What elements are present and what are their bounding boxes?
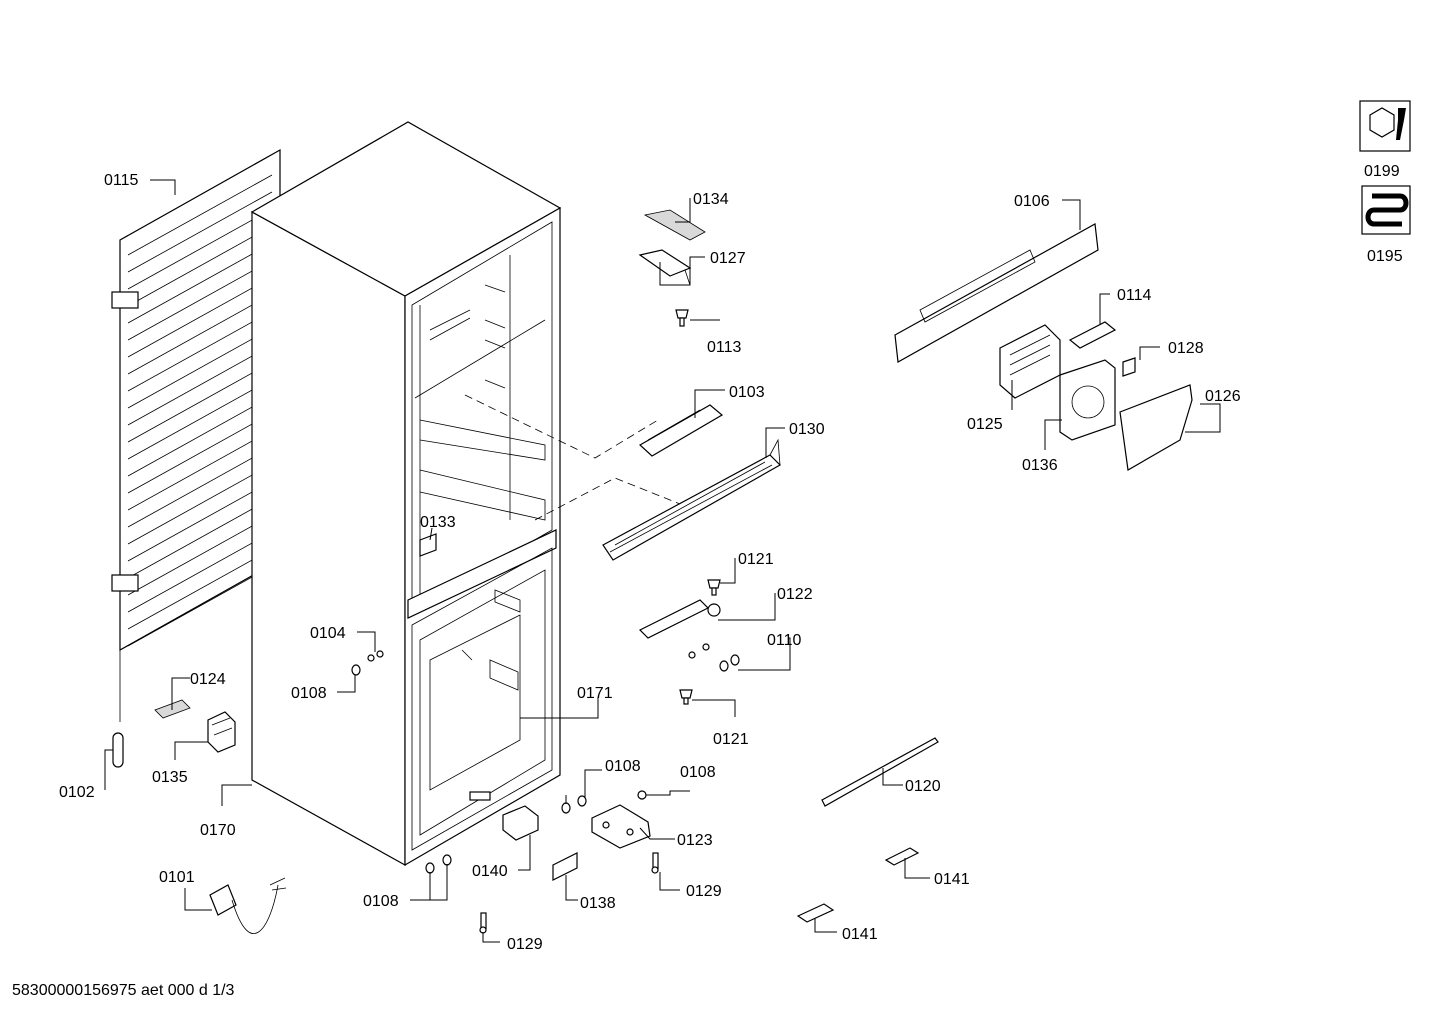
label-0121-b: 0121 xyxy=(713,731,749,748)
label-0106: 0106 xyxy=(1014,193,1050,210)
part-0136-fan xyxy=(1059,359,1116,441)
refrigerant-coil-icon xyxy=(1361,185,1411,235)
part-0113-screw xyxy=(675,309,689,327)
screw-0108-d xyxy=(637,790,647,800)
coil-tube xyxy=(127,327,273,409)
part-0138-cover xyxy=(552,852,578,881)
coil-tube xyxy=(127,225,273,307)
washer-0108-a xyxy=(351,664,361,676)
part-0126-cover xyxy=(1119,384,1193,471)
label-0125: 0125 xyxy=(967,416,1003,433)
label-0120: 0120 xyxy=(905,778,941,795)
label-0108-c: 0108 xyxy=(363,893,399,910)
coil-tube xyxy=(127,174,273,256)
coil-tube xyxy=(127,480,273,562)
part-0135-relay xyxy=(207,711,236,753)
part-0122-hinge xyxy=(638,599,721,639)
label-0113: 0113 xyxy=(707,339,742,356)
label-0108-a: 0108 xyxy=(291,685,327,702)
part-0127-bracket xyxy=(638,249,692,286)
nut-wrench-icon xyxy=(1359,100,1411,152)
part-0114-clip xyxy=(1068,321,1117,349)
label-0121-a: 0121 xyxy=(738,551,774,568)
part-0106-control-panel xyxy=(894,223,1099,363)
document-id-footer: 58300000156975 aet 000 d 1/3 xyxy=(12,982,235,999)
part-0120-kickplate xyxy=(821,737,939,807)
part-0103-thermostat xyxy=(638,404,724,457)
leader-lines xyxy=(104,179,1221,943)
screw-0129-b xyxy=(651,852,659,874)
coil-tube xyxy=(127,412,273,494)
part-0121-screw-b xyxy=(679,689,693,705)
coil-tube xyxy=(127,208,273,290)
label-0135: 0135 xyxy=(152,769,188,786)
part-0101-power-cord xyxy=(209,877,287,934)
label-0101: 0101 xyxy=(159,869,195,886)
part-0110-washers xyxy=(688,643,740,672)
label-0115: 0115 xyxy=(104,172,139,189)
part-0130-hinge-rail xyxy=(602,438,781,561)
label-0126: 0126 xyxy=(1205,388,1241,405)
label-0199: 0199 xyxy=(1364,163,1400,180)
label-0171: 0171 xyxy=(577,685,613,702)
coil-tube xyxy=(127,259,273,341)
coil-tube xyxy=(127,463,273,545)
part-0141-b xyxy=(796,903,835,923)
coil-tube xyxy=(127,548,273,630)
coil-tube xyxy=(127,446,273,528)
label-0108-d: 0108 xyxy=(680,764,716,781)
label-0110: 0110 xyxy=(767,632,802,649)
part-0141-a xyxy=(884,847,920,866)
part-0128-pad xyxy=(1122,357,1136,377)
label-0124: 0124 xyxy=(190,671,226,688)
part-0121-screw-a xyxy=(707,579,721,596)
coil-tube xyxy=(127,191,273,273)
label-0103: 0103 xyxy=(729,384,765,401)
label-0108-b: 0108 xyxy=(605,758,641,775)
coil-tube xyxy=(127,395,273,477)
part-0123-hinge-plate xyxy=(591,804,651,849)
label-0136: 0136 xyxy=(1022,457,1058,474)
coil-tube xyxy=(127,242,273,324)
coil-tube xyxy=(127,344,273,426)
condenser-coil xyxy=(111,148,281,722)
coil-tube xyxy=(127,514,273,596)
part-0102-filter-drier xyxy=(112,732,124,768)
part-0104-screws xyxy=(367,650,384,662)
coil-tube xyxy=(127,361,273,443)
label-0138: 0138 xyxy=(580,895,616,912)
label-0122: 0122 xyxy=(777,586,813,603)
label-0134: 0134 xyxy=(693,191,729,208)
label-0140: 0140 xyxy=(472,863,508,880)
washers-0108-b xyxy=(561,795,587,814)
label-0129-b: 0129 xyxy=(686,883,722,900)
coil-tube xyxy=(127,531,273,613)
screw-0129-a xyxy=(479,912,487,934)
label-0141-a: 0141 xyxy=(934,871,970,888)
label-0195: 0195 xyxy=(1367,248,1403,265)
label-0114: 0114 xyxy=(1117,287,1152,304)
label-0141-b: 0141 xyxy=(842,926,878,943)
label-0130: 0130 xyxy=(789,421,825,438)
part-0125-fan-cover xyxy=(999,324,1061,399)
label-0170: 0170 xyxy=(200,822,236,839)
coil-tube xyxy=(127,497,273,579)
coil-tube xyxy=(127,310,273,392)
coil-tube xyxy=(127,565,273,647)
coil-tube xyxy=(127,276,273,358)
part-0134-cover xyxy=(643,209,706,241)
coil-tube xyxy=(127,293,273,375)
coil-tube xyxy=(127,429,273,511)
coil-tube xyxy=(127,378,273,460)
label-0104: 0104 xyxy=(310,625,346,642)
label-0102: 0102 xyxy=(59,784,95,801)
cabinet-body xyxy=(250,121,562,867)
label-0129-a: 0129 xyxy=(507,936,543,953)
label-0127: 0127 xyxy=(710,250,746,267)
part-0140-clip xyxy=(502,805,539,841)
label-0123: 0123 xyxy=(677,832,713,849)
label-0133: 0133 xyxy=(420,514,456,531)
label-0128: 0128 xyxy=(1168,340,1204,357)
